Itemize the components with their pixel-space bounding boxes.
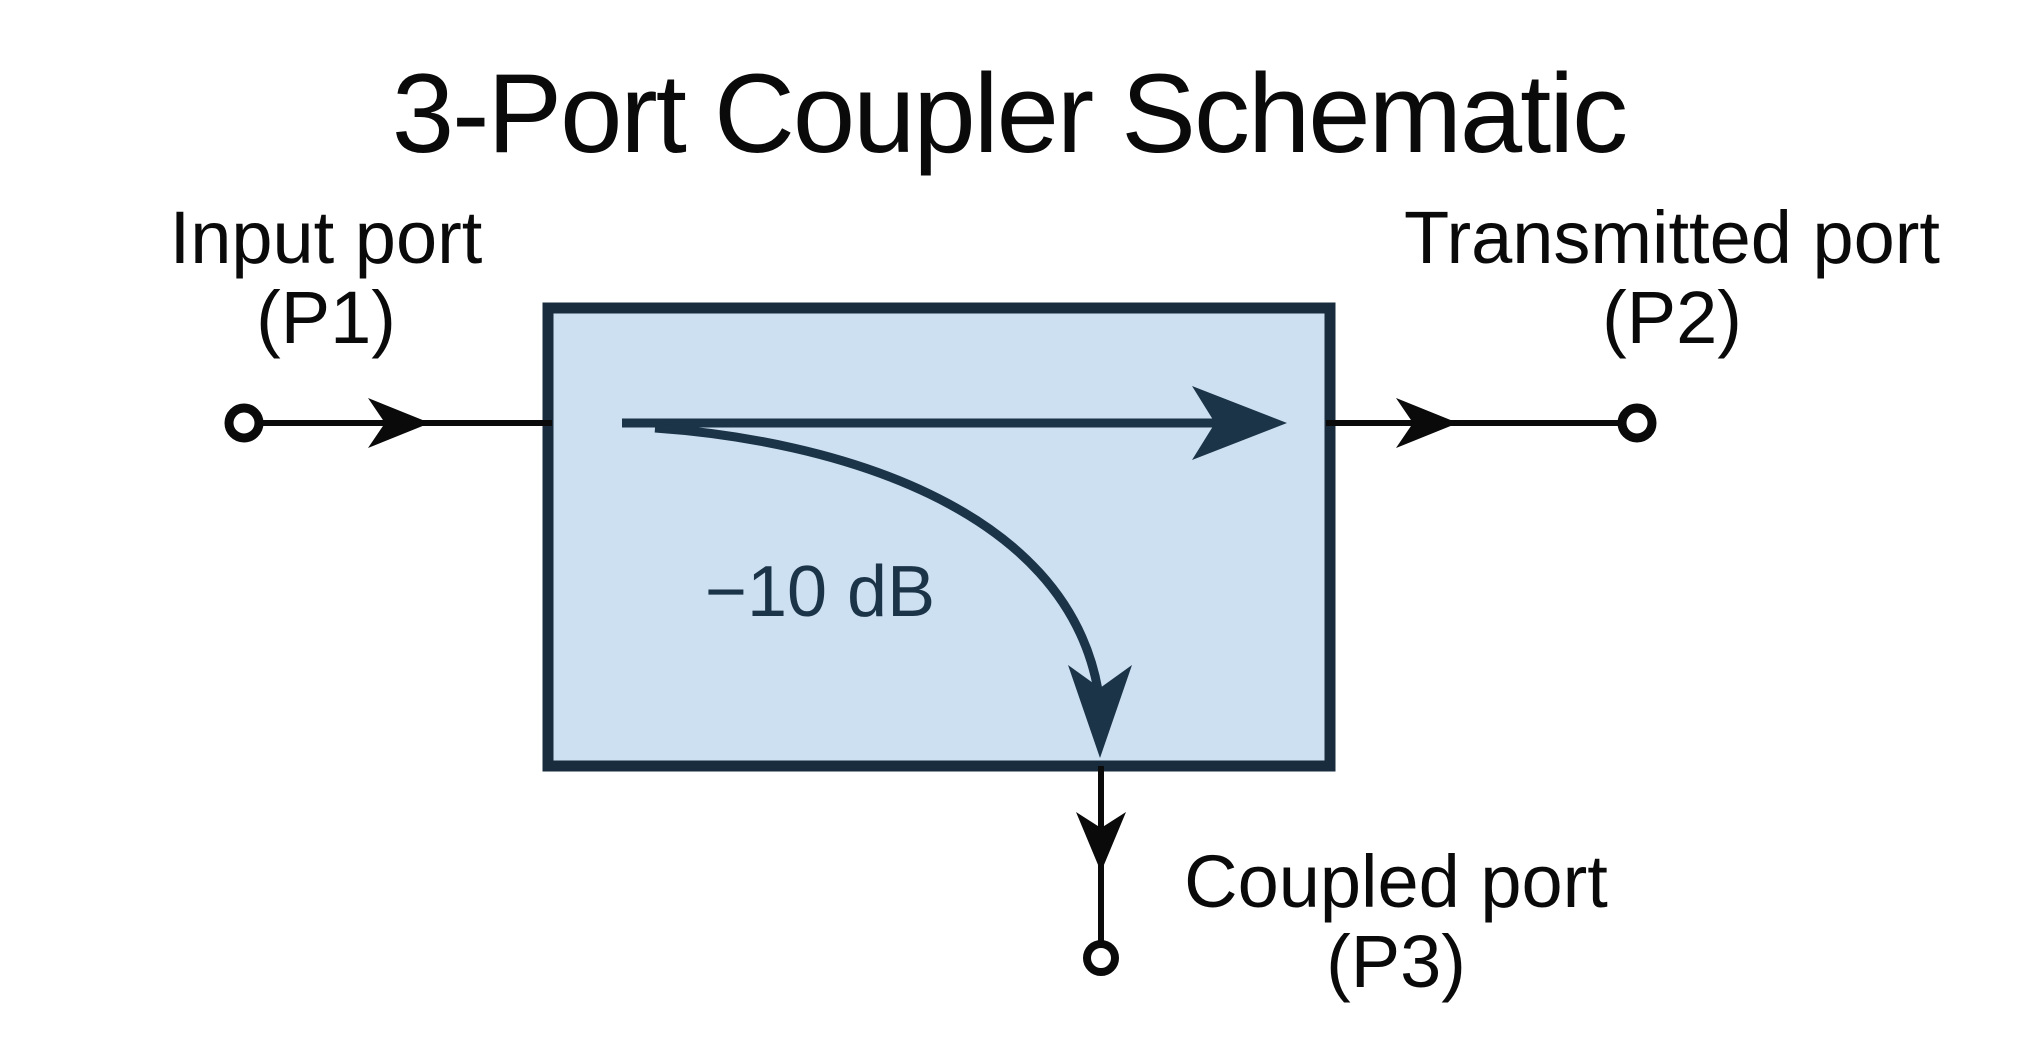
transmitted-arrowhead-icon [1396,398,1458,448]
input-port-label: Input port (P1) [26,198,626,358]
through-arrowhead-icon [1192,386,1287,460]
coupled-port-terminal [1083,940,1119,976]
transmitted-port-terminal [1617,403,1657,443]
transmitted-port-name: Transmitted port [1404,196,1940,279]
input-port-designator: (P1) [256,276,396,359]
coupled-arrow-curve [654,423,1103,691]
coupled-port-designator: (P3) [1326,920,1466,1003]
coupled-curve-arrowhead-icon [1068,665,1132,758]
diagram-title: 3-Port Coupler Schematic [391,51,1628,176]
coupler-box [542,302,1336,772]
input-port-terminal [224,403,264,443]
input-port-name: Input port [169,196,483,279]
transmitted-port-label: Transmitted port (P2) [1327,198,2017,358]
coupling-value-label: −10 dB [704,552,936,632]
coupled-port-name: Coupled port [1184,840,1608,923]
input-arrowhead-icon [368,398,430,448]
coupled-arrowhead-icon [1076,812,1126,872]
coupled-port-label: Coupled port (P3) [1096,842,1696,1002]
transmitted-port-designator: (P2) [1602,276,1742,359]
